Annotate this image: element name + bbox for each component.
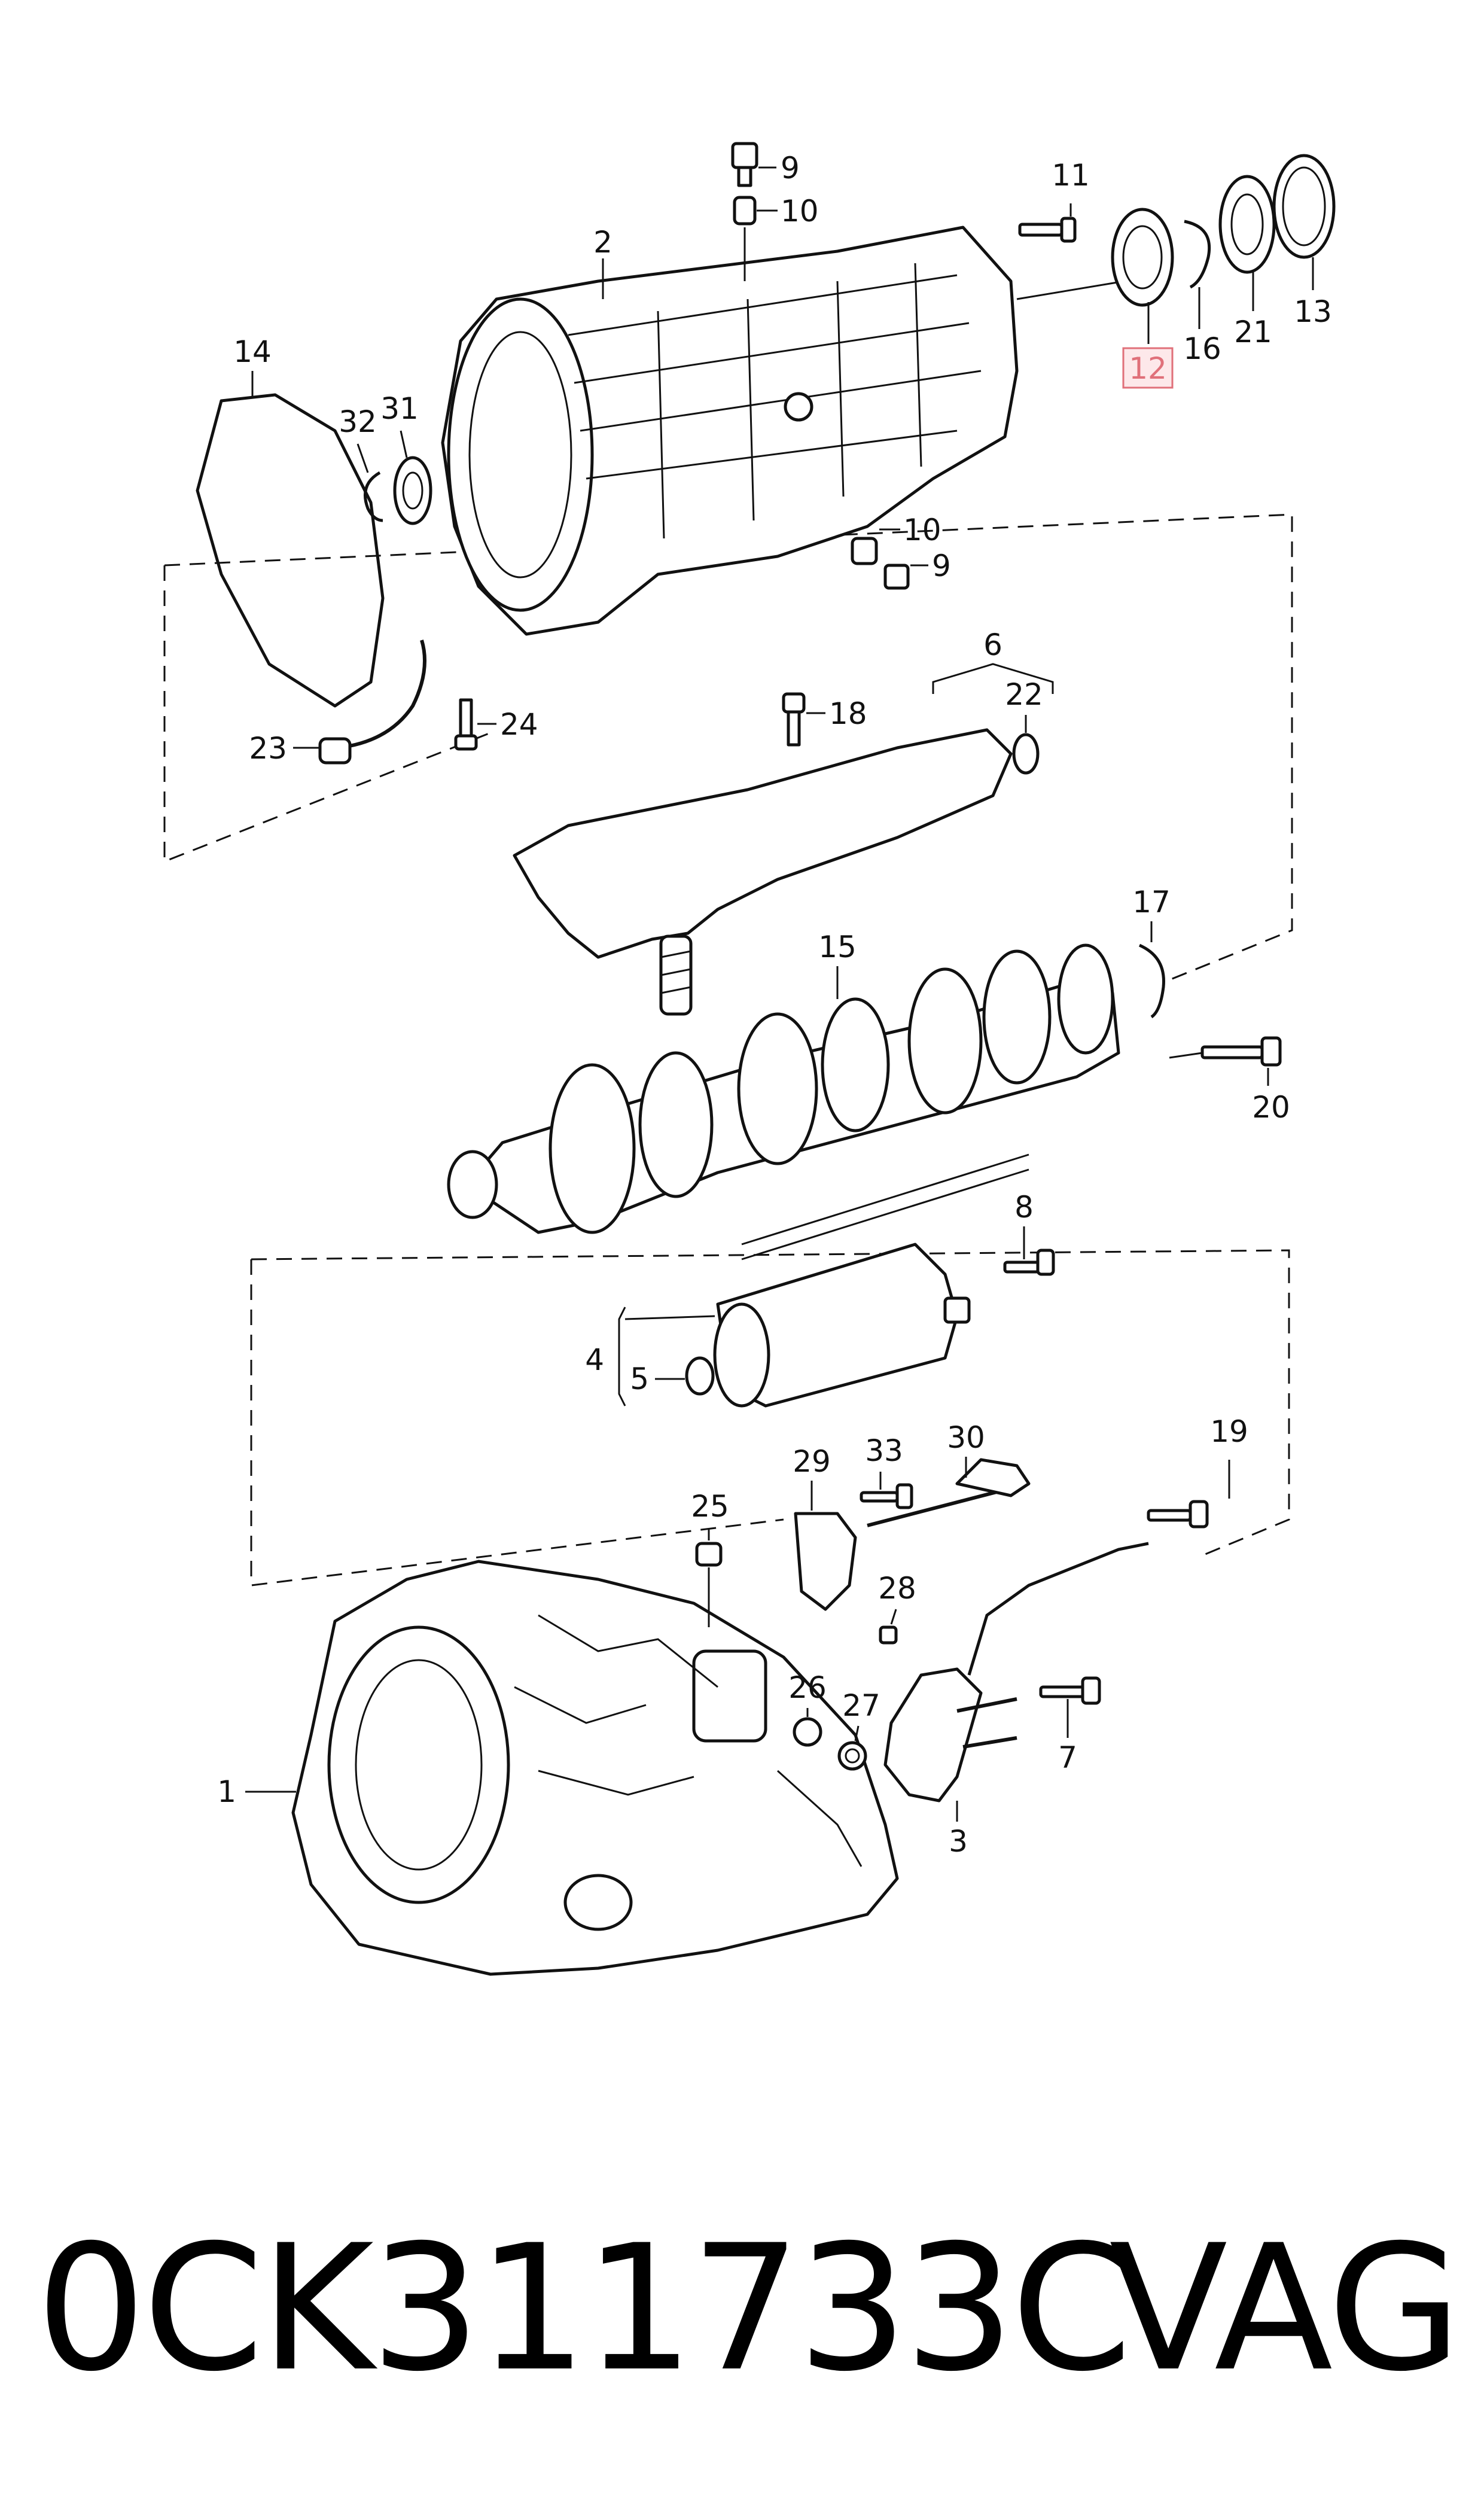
leader-20a: [1169, 1052, 1203, 1059]
callout-31: 31: [380, 391, 419, 426]
bolt-19[interactable]: [1147, 1500, 1209, 1529]
bolt-9-lower[interactable]: [883, 564, 910, 590]
callout-11: 11: [1052, 158, 1090, 193]
highlight-box: [1122, 347, 1174, 389]
callout-19: 19: [1210, 1414, 1248, 1449]
callout-18: 18: [829, 696, 867, 731]
callout-28: 28: [878, 1571, 916, 1606]
callout-23: 23: [249, 731, 287, 766]
seal-13[interactable]: [1272, 154, 1336, 259]
callout-10-top: 10: [781, 194, 819, 229]
callout-9-lower: 9: [932, 549, 951, 583]
assembly-guide-lines: [163, 513, 1293, 1587]
circlip-17[interactable]: [1138, 943, 1165, 1019]
leader-4: [624, 1315, 715, 1320]
callout-8: 8: [1014, 1190, 1034, 1225]
bearing-31[interactable]: [393, 456, 432, 525]
callout-20: 20: [1252, 1090, 1290, 1125]
selector-module-3[interactable]: [883, 1667, 1017, 1803]
wire-harness: [967, 1542, 1149, 1676]
callout-25: 25: [691, 1489, 729, 1524]
sleeve-10-lower[interactable]: [851, 537, 878, 565]
callout-7: 7: [1058, 1740, 1077, 1775]
breather-25[interactable]: [695, 1542, 723, 1567]
clip-32[interactable]: [364, 471, 383, 522]
seal-26[interactable]: [793, 1717, 822, 1747]
callout-10-lower: 10: [903, 513, 941, 547]
bolt-24[interactable]: [454, 698, 478, 751]
bolt-18[interactable]: [782, 692, 806, 747]
transmission-case[interactable]: [441, 226, 1019, 636]
callout-17: 17: [1132, 885, 1171, 919]
bolt-7[interactable]: [1039, 1676, 1101, 1705]
bolt-20[interactable]: [1200, 1036, 1282, 1067]
part-number: 0CK311733C: [36, 2208, 1132, 2410]
slave-cylinder-4[interactable]: [713, 1243, 971, 1408]
callout-1: 1: [217, 1774, 236, 1809]
callout-16: 16: [1183, 331, 1221, 366]
callout-21: 21: [1234, 315, 1272, 349]
leader-31: [400, 430, 408, 458]
dowel-28[interactable]: [879, 1625, 898, 1645]
gearbox-housing[interactable]: [291, 1560, 899, 1976]
bolt-8[interactable]: [1003, 1249, 1055, 1276]
callout-13: 13: [1294, 294, 1332, 329]
ring-21[interactable]: [1218, 175, 1276, 274]
seal-27[interactable]: [837, 1741, 867, 1771]
callout-14: 14: [233, 334, 272, 369]
shift-cover-6[interactable]: [513, 728, 1013, 1016]
callout-24: 24: [500, 707, 538, 742]
callout-27: 27: [842, 1688, 880, 1723]
breather-hose-23[interactable]: [318, 640, 426, 765]
callout-32: 32: [339, 404, 377, 439]
callout-2: 2: [593, 225, 613, 260]
leader-27: [854, 1725, 860, 1741]
nut-5[interactable]: [685, 1356, 715, 1396]
callout-4: 4: [585, 1342, 604, 1377]
gasket-14[interactable]: [196, 393, 385, 708]
callout-6: 6: [983, 628, 1002, 662]
bearing-12[interactable]: [1111, 208, 1174, 307]
footer-caption: 0CK311733C VAG: [24, 2202, 1462, 2417]
callout-12[interactable]: 12: [1129, 351, 1167, 386]
bracket-4: [618, 1307, 626, 1406]
callout-15: 15: [818, 930, 857, 964]
callout-33: 33: [865, 1433, 903, 1468]
leader-28: [890, 1609, 897, 1625]
gear-shaft-assembly-15[interactable]: [447, 943, 1120, 1260]
axis-line: [1016, 280, 1125, 300]
leader-32: [356, 443, 369, 473]
callout-9-top: 9: [781, 151, 800, 185]
exploded-parts-diagram: 1 2 9 10 10 9 11 12: [163, 142, 1336, 1976]
bolt-11[interactable]: [1018, 217, 1077, 243]
sleeve-10-top[interactable]: [733, 196, 757, 226]
circlip-16[interactable]: [1184, 220, 1211, 289]
callout-5: 5: [630, 1362, 649, 1396]
callout-29: 29: [793, 1444, 831, 1479]
o-ring-22[interactable]: [1012, 733, 1040, 775]
bracket-29[interactable]: [794, 1512, 857, 1611]
shift-rod-30[interactable]: [867, 1458, 1031, 1527]
callout-26: 26: [788, 1670, 827, 1705]
bracket-6: [932, 663, 1054, 694]
brand-name: VAG: [1109, 2208, 1462, 2410]
bolt-33[interactable]: [860, 1483, 913, 1509]
bolt-9-top[interactable]: [731, 142, 758, 187]
callout-22: 22: [1005, 677, 1043, 712]
callout-30: 30: [947, 1420, 985, 1455]
callout-3: 3: [949, 1824, 968, 1859]
